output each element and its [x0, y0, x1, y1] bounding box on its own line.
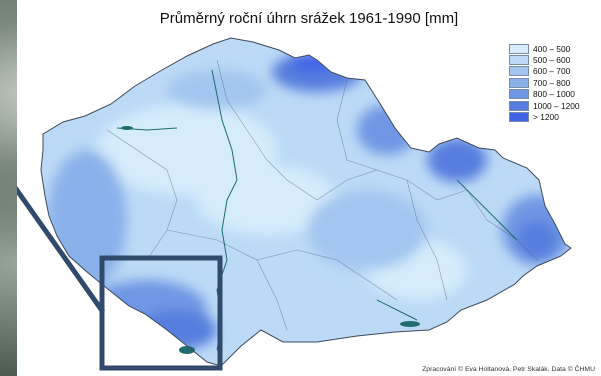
patch-sumava-high: [137, 310, 217, 350]
legend-label: 600 – 700: [533, 66, 571, 77]
patch-beskydy-peak: [517, 220, 557, 260]
legend-label: 800 – 1000: [533, 89, 575, 100]
map-title: Průměrný roční úhrn srážek 1961-1990 [mm…: [159, 10, 459, 27]
map-panel: Průměrný roční úhrn srážek 1961-1990 [mm…: [17, 0, 601, 376]
legend-swatch: [509, 77, 529, 88]
precipitation-map: [17, 37, 572, 371]
boundary-zlin: [466, 189, 538, 261]
legend-label: 700 – 800: [533, 77, 571, 88]
boundary-west: [106, 129, 178, 261]
zoom-connector-line: [17, 185, 106, 314]
legend-item: 400 – 500: [509, 43, 595, 54]
reservoir-nechranice: [121, 126, 133, 130]
patch-west: [47, 150, 127, 290]
boundary-jihomoravsky: [256, 249, 398, 301]
legend-label: 1000 – 1200: [533, 100, 580, 111]
boundary-moravia: [406, 179, 448, 301]
legend-swatch: [509, 89, 529, 100]
reservoir-nove-mlyny: [400, 321, 420, 327]
boundary-northeast: [336, 79, 378, 171]
legend-label: 400 – 500: [533, 43, 571, 54]
river-dyje: [376, 299, 418, 321]
legend-item: 500 – 600: [509, 54, 595, 66]
legend-item: 1000 – 1200: [509, 100, 595, 111]
boundary-central: [216, 59, 318, 201]
legend-swatch: [509, 100, 529, 111]
credit-text: Zpracování © Eva Holtanová, Petr Skalák.…: [422, 366, 595, 373]
patch-krkonose: [272, 52, 362, 92]
legend-item: 700 – 800: [509, 77, 595, 88]
legend-swatch: [509, 112, 529, 123]
legend-item: 600 – 700: [509, 66, 595, 77]
boundary-east: [316, 169, 468, 201]
patch-vysocina: [307, 190, 427, 270]
region-boundaries: [106, 59, 538, 331]
legend-swatch: [509, 43, 529, 54]
patch-orlicke: [357, 105, 417, 155]
reservoir-lipno: [179, 346, 195, 354]
legend-item: 800 – 1000: [509, 89, 595, 100]
legend-swatch: [509, 55, 529, 66]
legend-item: > 1200: [509, 111, 595, 123]
river-morava: [456, 179, 518, 241]
zoom-highlight-box: [99, 255, 223, 371]
patch-north: [167, 70, 267, 110]
legend-label: > 1200: [533, 112, 559, 123]
legend: 400 – 500 500 – 600 600 – 700 700 – 800 …: [509, 43, 595, 123]
patch-jeseniky: [427, 138, 487, 182]
patch-dry-south: [197, 165, 337, 235]
legend-label: 500 – 600: [533, 55, 571, 66]
legend-swatch: [509, 66, 529, 77]
